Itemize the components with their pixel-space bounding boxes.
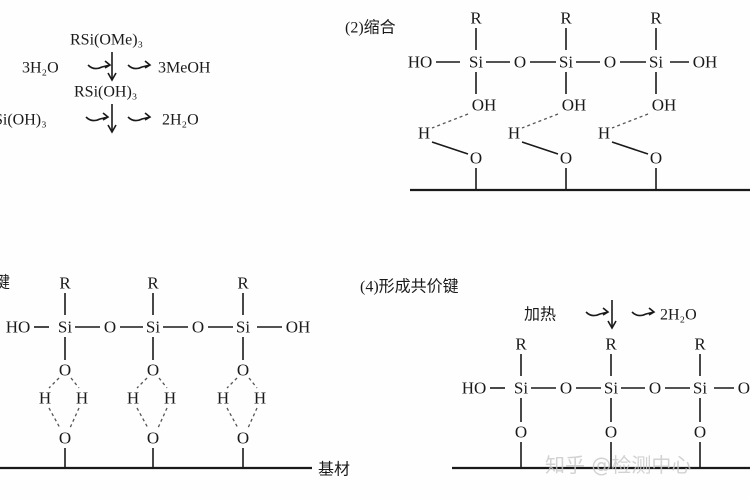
surface-oxygen: O <box>560 149 572 168</box>
silanol-hydroxyl: OH <box>652 96 677 115</box>
r-group: R <box>470 9 482 28</box>
hydrogen-atom: H <box>508 124 520 143</box>
r-group: R <box>59 274 71 293</box>
arrow-head-icon <box>607 320 617 330</box>
hook-arrow-icon <box>585 307 610 317</box>
hook-arrow-icon <box>85 112 110 122</box>
silicon-atom: Si <box>236 318 250 337</box>
r-group: R <box>560 9 572 28</box>
bridging-oxygen: O <box>560 379 572 398</box>
o-h-bond <box>431 141 469 155</box>
silanol-label: RSi(OH)₃ <box>74 84 137 101</box>
heating-label: 加热 <box>524 306 556 324</box>
surface-oxygen: O <box>650 149 662 168</box>
surface-oxygen: O <box>515 423 527 442</box>
silicon-atom: Si <box>146 318 160 337</box>
silanol-oxygen: O <box>59 361 71 380</box>
water-in-label: 3H₂O <box>22 60 59 77</box>
r-group: R <box>515 335 527 354</box>
silicon-atom: Si <box>693 379 707 398</box>
silanol-in-label: Si(OH)₃ <box>0 112 47 129</box>
bridging-oxygen: O <box>514 53 526 72</box>
o-h-bond <box>226 377 238 389</box>
hydroxyl-group: HO <box>408 53 433 72</box>
o-h-bond <box>136 377 148 389</box>
surface-oxygen: O <box>605 423 617 442</box>
hydrogen-bond <box>247 407 258 429</box>
o-h-bond <box>70 377 80 389</box>
silicon-atom: Si <box>514 379 528 398</box>
o-h-bond <box>48 377 60 389</box>
silanol-hydroxyl: OH <box>562 96 587 115</box>
bridging-oxygen: O <box>649 379 661 398</box>
hydroxyl-group: OH <box>286 318 311 337</box>
silanol-oxygen: O <box>237 361 249 380</box>
hydrolysis-scheme: RSi(OMe)₃ 3H₂O 3MeOH RSi(OH)₃ Si(OH)₃ 2H… <box>0 32 211 129</box>
hydrogen-bond <box>226 407 239 429</box>
methanol-out-label: 3MeOH <box>158 60 211 77</box>
hydrogen-atom: H <box>76 389 88 408</box>
hook-arrow-icon <box>631 307 656 317</box>
o-h-bond <box>611 141 649 155</box>
reactant-label: RSi(OMe)₃ <box>70 32 143 49</box>
hydrogen-atom: H <box>418 124 430 143</box>
hydrogen-bond <box>431 113 469 129</box>
panel2-label: (2)缩合 <box>345 19 396 37</box>
hydroxyl-group: HO <box>462 379 487 398</box>
hook-arrow-icon <box>87 60 112 70</box>
r-group: R <box>605 335 617 354</box>
silicon-atom: Si <box>604 379 618 398</box>
hydrogen-bond <box>157 407 168 429</box>
hydrogen-atom: H <box>127 389 139 408</box>
r-group: R <box>147 274 159 293</box>
panel3-label: 键 <box>0 274 10 292</box>
silanol-oxygen: O <box>147 361 159 380</box>
surface-oxygen: O <box>470 149 482 168</box>
silanol-hydroxyl: OH <box>472 96 497 115</box>
r-group: R <box>694 335 706 354</box>
surface-oxygen: O <box>147 429 159 448</box>
silicon-atom: Si <box>469 53 483 72</box>
water-out-label: 2H₂O <box>162 112 199 129</box>
r-group: R <box>650 9 662 28</box>
silicon-atom: Si <box>559 53 573 72</box>
hydrogen-atom: H <box>217 389 229 408</box>
arrow-head-icon <box>107 72 117 82</box>
silicon-atom: Si <box>649 53 663 72</box>
bridging-oxygen: O <box>604 53 616 72</box>
hydroxyl-group: OH <box>738 379 750 398</box>
hydrogen-atom: H <box>254 389 266 408</box>
water-byproduct-label: 2H₂O <box>660 307 697 324</box>
bridging-oxygen: O <box>192 318 204 337</box>
o-h-bond <box>158 377 168 389</box>
hydrogen-bond <box>69 407 80 429</box>
silicon-atom: Si <box>58 318 72 337</box>
hydroxyl-group: HO <box>6 318 31 337</box>
bridging-oxygen: O <box>104 318 116 337</box>
substrate-label: 基材 <box>318 461 350 479</box>
surface-oxygen: O <box>59 429 71 448</box>
o-h-bond <box>521 141 559 155</box>
hook-arrow-icon <box>127 112 152 122</box>
hydrogen-atom: H <box>39 389 51 408</box>
hydrogen-bond <box>48 407 61 429</box>
hydroxyl-group: OH <box>693 53 718 72</box>
hydrogen-atom: H <box>164 389 176 408</box>
surface-oxygen: O <box>237 429 249 448</box>
hydrogen-bond <box>611 113 649 129</box>
arrow-head-icon <box>107 124 117 134</box>
panel4-label: (4)形成共价键 <box>360 278 459 296</box>
hydrogen-atom: H <box>598 124 610 143</box>
surface-oxygen: O <box>694 423 706 442</box>
hydrogen-bond <box>521 113 559 129</box>
o-h-bond <box>248 377 258 389</box>
hook-arrow-icon <box>127 60 152 70</box>
watermark: 知乎 @检测中心 <box>545 453 691 477</box>
r-group: R <box>237 274 249 293</box>
hydrogen-bond <box>136 407 149 429</box>
